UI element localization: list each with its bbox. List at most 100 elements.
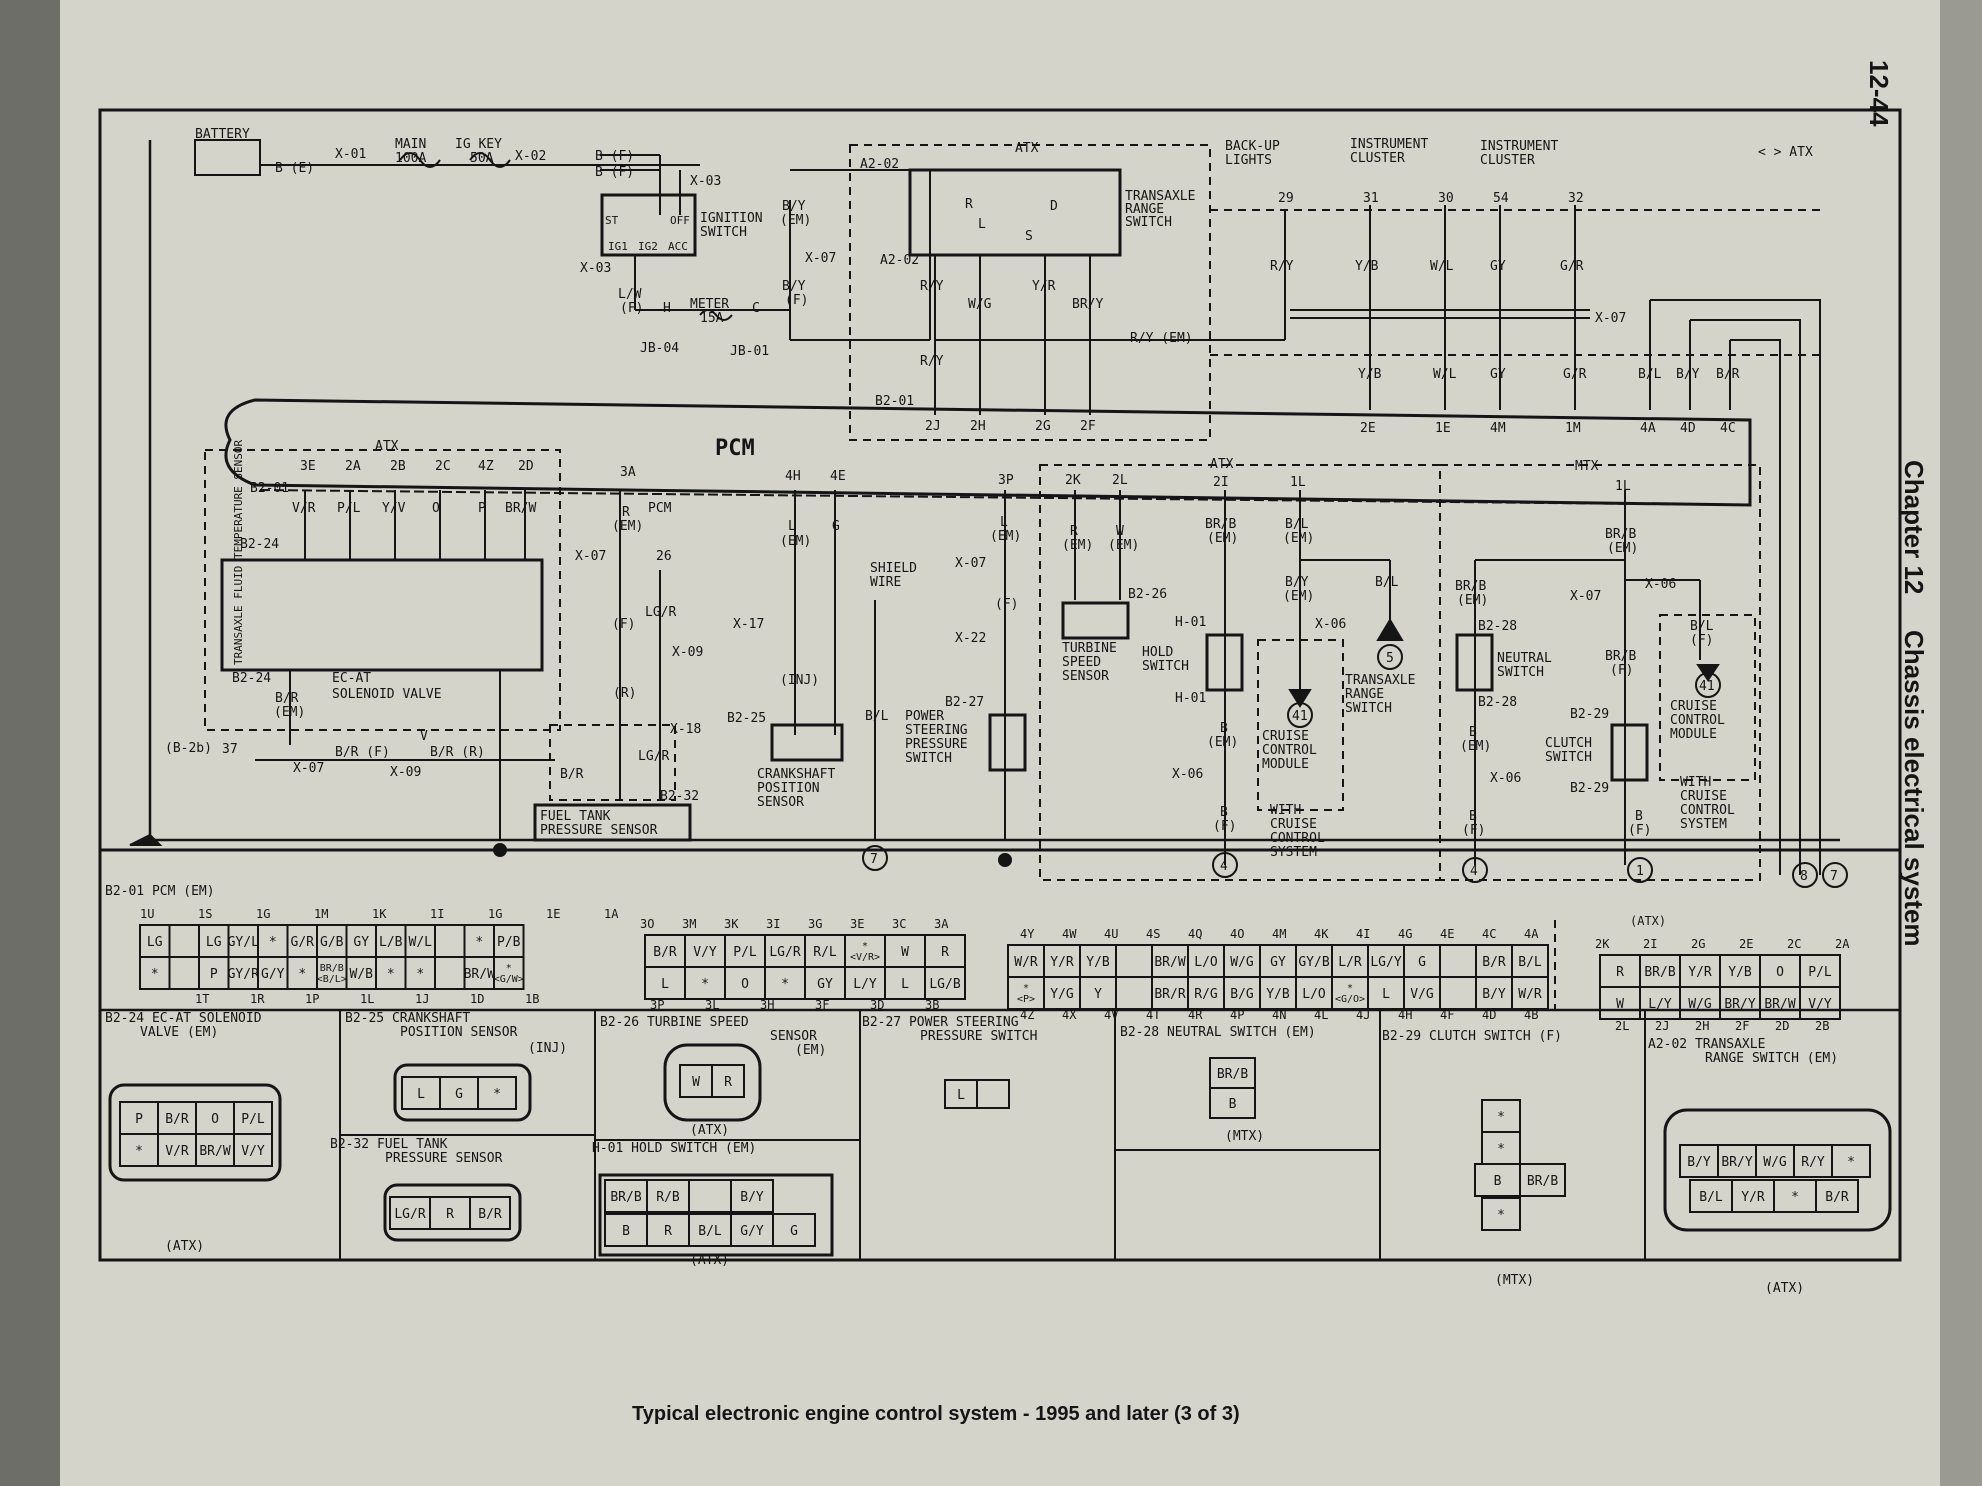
tr-pin-1e: 1E: [1435, 421, 1451, 436]
chapter-title: Chapter 12: [1899, 460, 1929, 594]
mtx-b3: B: [1635, 809, 1643, 824]
mtx-c1: 1: [1636, 864, 1644, 879]
b228-title: B2-28 NEUTRAL SWITCH (EM): [1120, 1025, 1316, 1040]
pcm-g4-pin: O: [1776, 965, 1784, 980]
page-edge: [1940, 0, 1982, 1486]
pcm-g1-cell: [168, 924, 200, 958]
b224-pin: B/R: [165, 1112, 189, 1127]
pcm-g1-pin: GY: [353, 935, 369, 950]
pcm-g3-top-pin-label: 4W: [1062, 927, 1077, 941]
backup-label: BACK-UP: [1225, 139, 1280, 154]
mtx-bl: B/L: [1690, 619, 1714, 634]
pcm-g1-top-pin-label: 1K: [372, 907, 387, 921]
pcm-g2-bottom-pin-label: 3B: [925, 998, 939, 1012]
atxr-tr3: SWITCH: [1345, 701, 1392, 716]
pcm-g3-top-pin-label: 4A: [1524, 927, 1539, 941]
atxr-2i: 2I: [1213, 475, 1229, 490]
pcm-conn-title: B2-01 PCM (EM): [105, 884, 215, 899]
pcm-g4-top-pin-label: 2K: [1595, 937, 1610, 951]
mtx-f: (F): [1462, 823, 1485, 838]
h01a-pin: B/Y: [740, 1190, 764, 1205]
h01a-cell: [688, 1179, 732, 1213]
fuel-f: (F): [612, 617, 635, 632]
crank-4h: 4H: [785, 469, 801, 484]
pcm-g3-top-pin-label: 4Y: [1020, 927, 1035, 941]
pcm-g2-pin: L/Y: [853, 977, 877, 992]
atxr-em2: (EM): [1108, 538, 1139, 553]
pcm-g4-top-pin-label: 2C: [1787, 937, 1801, 951]
meter-amp-label: 15A: [700, 311, 724, 326]
b228-cell: [1209, 1087, 1256, 1119]
pcm-g3-pin: GY/B: [1298, 955, 1329, 970]
pcm-pin-2d: 2D: [518, 459, 534, 474]
b224-pin: O: [211, 1112, 219, 1127]
range-d-label: D: [1050, 199, 1058, 214]
pcm-g4-top-pin-label: 2G: [1691, 937, 1705, 951]
c-label: C: [752, 301, 760, 316]
pcm-g2-cell: [924, 966, 966, 1000]
pcm-g4-atx: (ATX): [1630, 914, 1666, 928]
pcm-g4-pin: L/Y: [1648, 997, 1672, 1012]
pcm-g1-pin: GY/L: [228, 935, 259, 950]
by-em-label: B/Y: [782, 199, 806, 214]
range-ry-em: R/Y (EM): [1130, 331, 1193, 346]
crank-em: (EM): [780, 534, 811, 549]
pcm-g3-top-pin-label: 4I: [1356, 927, 1370, 941]
h01a-cell: [730, 1179, 774, 1213]
b224-pin: P/L: [241, 1112, 265, 1127]
atxr-with4: SYSTEM: [1270, 845, 1317, 860]
atxr-b: B: [1220, 721, 1228, 736]
b224-pin: V/R: [165, 1144, 189, 1159]
pcm-g2-top-pin-label: 3E: [850, 917, 864, 931]
pcm-g3-top-pin-label: 4Q: [1188, 927, 1202, 941]
pcm-g4-top-pin-label: 2I: [1643, 937, 1657, 951]
pcm-g3-pin: L: [1382, 987, 1390, 1002]
tr-pin-4c: 4C: [1720, 421, 1736, 436]
cluster2-label: CLUSTER: [1480, 153, 1535, 168]
pcm-g1-pin: G/R: [291, 935, 315, 950]
atxr-bl2: B/L: [1375, 575, 1399, 590]
mtx-em3: (EM): [1460, 739, 1491, 754]
pcm-g4-pin: Y/B: [1728, 965, 1752, 980]
atxr-brb: BR/B: [1205, 517, 1236, 532]
b224-note: (ATX): [165, 1239, 204, 1254]
st-label: ST: [605, 214, 619, 227]
b225-title2: POSITION SENSOR: [400, 1025, 518, 1040]
h01-title: H-01 HOLD SWITCH (EM): [592, 1141, 756, 1156]
pcm-b201: B2-01: [250, 481, 289, 496]
pcm-g3-top-pin-label: 4K: [1314, 927, 1329, 941]
atxr-turbine1: TURBINE: [1062, 641, 1117, 656]
pcm-g3-pin: Y: [1094, 987, 1102, 1002]
pcm-pin-3e: 3E: [300, 459, 316, 474]
pcm-g2-top-pin-label: 3G: [808, 917, 822, 931]
h01a-pin: BR/B: [610, 1190, 641, 1205]
b224-pin: BR/W: [199, 1144, 230, 1159]
b232-title1: B2-32 FUEL TANK: [330, 1137, 448, 1152]
range-yr: Y/R: [1032, 279, 1056, 294]
pcm-g3-top-pin-label: 4M: [1272, 927, 1286, 941]
b224-pin: V/Y: [241, 1144, 265, 1159]
atxr-f: (F): [1213, 819, 1236, 834]
mtx-cruise3: MODULE: [1670, 727, 1717, 742]
pcm-g2-bottom-pin-label: 3L: [705, 998, 719, 1012]
pcm-wire-p: P: [478, 501, 486, 516]
pcm-g3-pin: LG/Y: [1370, 955, 1401, 970]
mtx-f3: (F): [1690, 633, 1713, 648]
tr-bw-br: B/R: [1716, 367, 1740, 382]
mtx-x06b: X-06: [1645, 577, 1676, 592]
atxr-em4: (EM): [1207, 735, 1238, 750]
mtx-f2: (F): [1628, 823, 1651, 838]
mtx-c4: 4: [1470, 864, 1478, 879]
circle-31: 31: [1363, 191, 1379, 206]
pcm-g1-pin: LG: [147, 935, 163, 950]
mtx-b229: B2-29: [1570, 707, 1609, 722]
range-wg: W/G: [968, 297, 992, 312]
pcm-g1-top-pin-label: 1E: [546, 907, 560, 921]
crank-b225: B2-25: [727, 711, 766, 726]
b224-pin: *: [135, 1144, 143, 1159]
pcm-g4-pin: BR/B: [1644, 965, 1675, 980]
pcm-g3-top-pin-label: 4U: [1104, 927, 1118, 941]
fuel-title1: FUEL TANK: [540, 809, 611, 824]
range-s-label: S: [1025, 229, 1033, 244]
pcm-g4-pin: BR/W: [1764, 997, 1795, 1012]
